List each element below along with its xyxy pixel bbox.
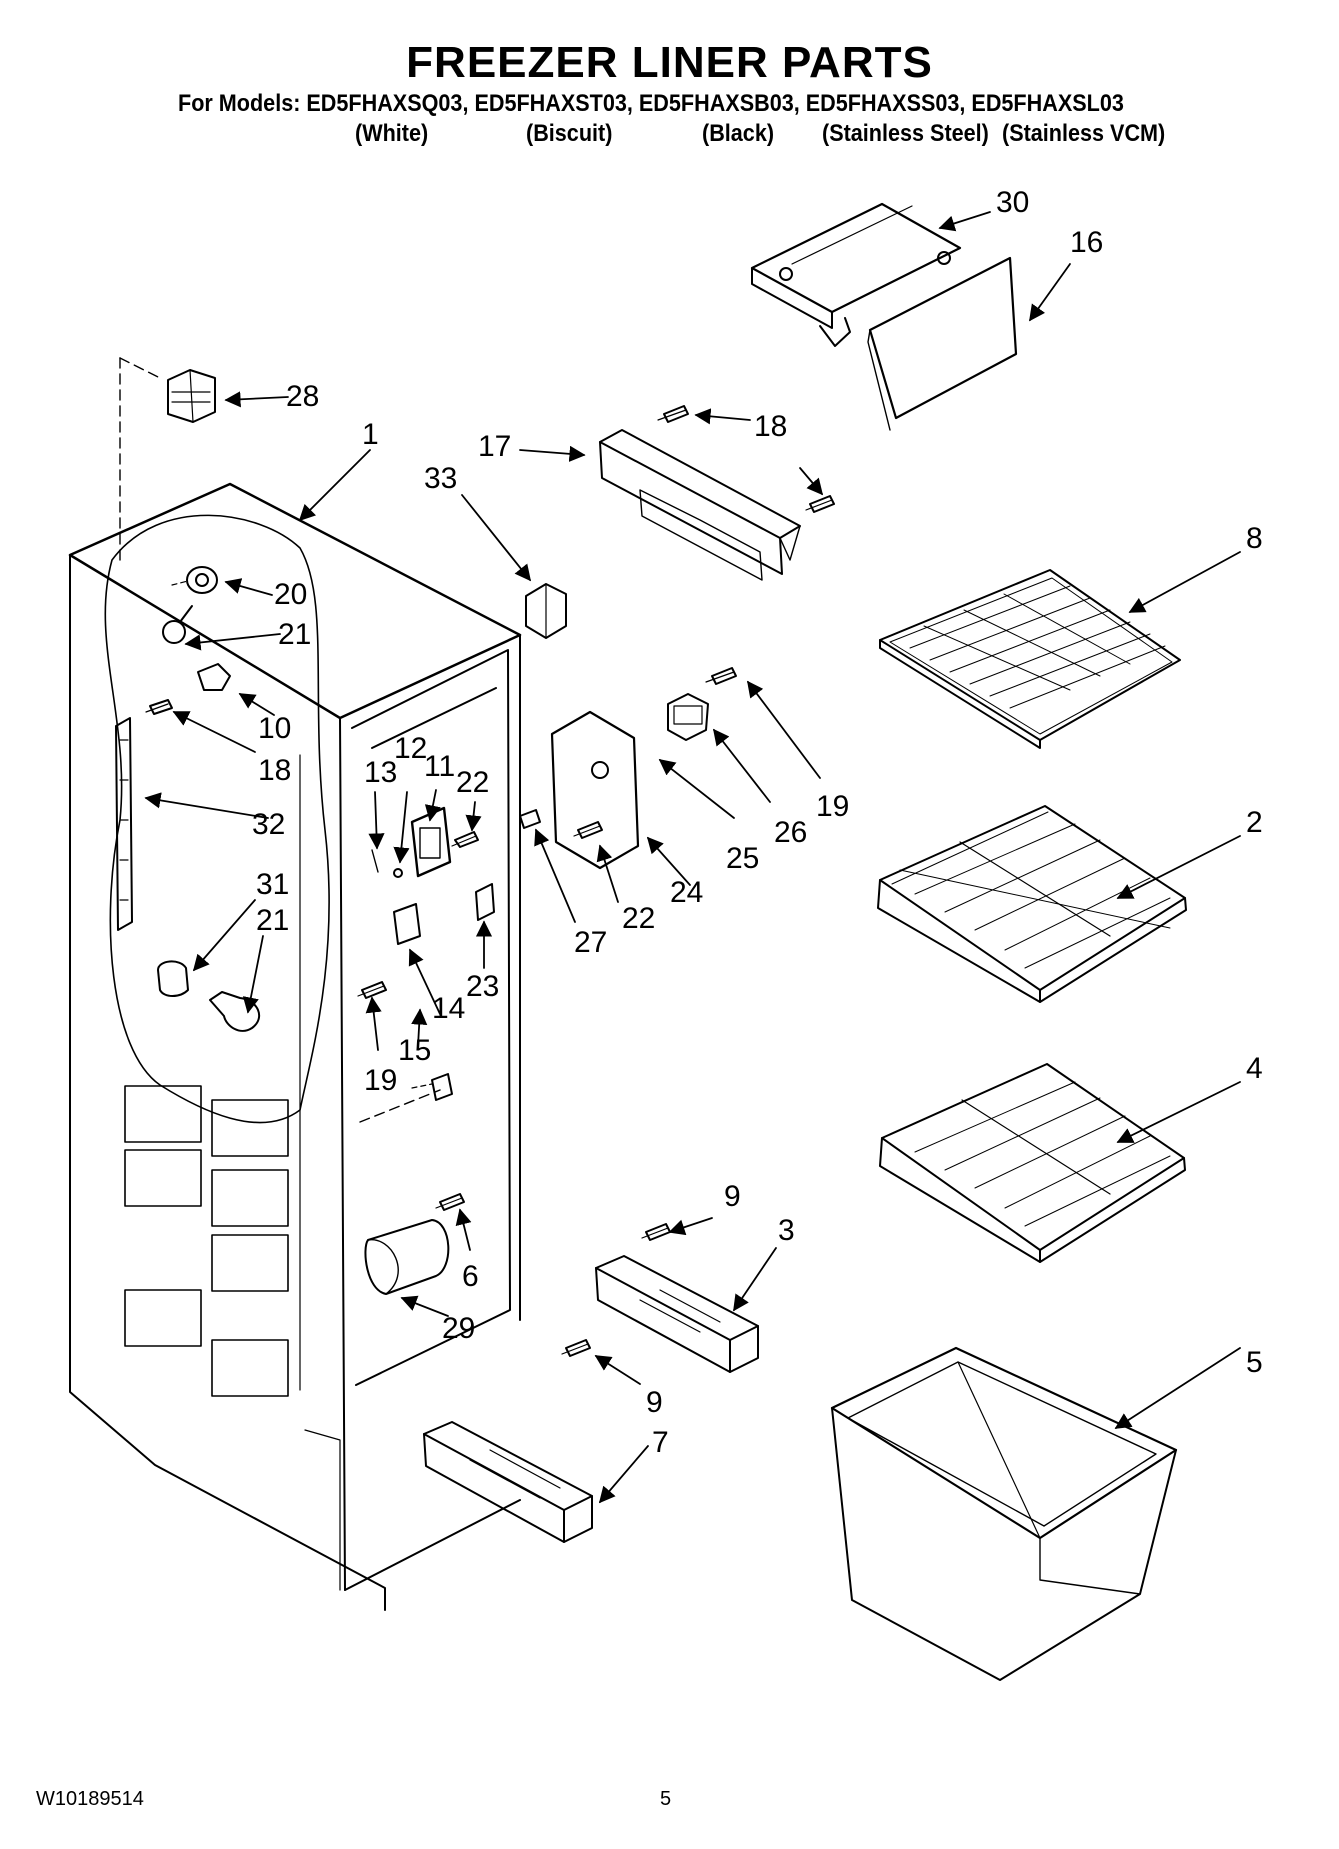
document-number: W10189514 bbox=[36, 1788, 144, 1810]
part-12-screw bbox=[393, 868, 403, 878]
callout-26: 26 bbox=[774, 816, 807, 849]
part-31-socket bbox=[157, 960, 189, 997]
part-27-knob bbox=[519, 809, 541, 829]
callout-16: 16 bbox=[1070, 226, 1103, 259]
part-26-circuit-board bbox=[667, 693, 709, 741]
part-9-screw-upper bbox=[641, 1223, 671, 1241]
callout-28: 28 bbox=[286, 380, 319, 413]
part-25-control-plate bbox=[550, 710, 640, 870]
page-title: FREEZER LINER PARTS bbox=[406, 38, 933, 87]
part-7-rail bbox=[423, 1421, 593, 1543]
callout-13: 13 bbox=[364, 756, 397, 789]
part-6-screw bbox=[435, 1193, 465, 1211]
callout-12: 12 bbox=[394, 732, 427, 765]
callout-18-left: 18 bbox=[258, 754, 291, 787]
part-30-cover-bracket bbox=[750, 202, 962, 347]
callout-29: 29 bbox=[442, 1312, 475, 1345]
part-5-bin bbox=[830, 1346, 1178, 1681]
part-20-light-socket bbox=[171, 566, 218, 594]
part-3-rail bbox=[595, 1255, 759, 1373]
part-28-clip bbox=[167, 369, 216, 423]
callout-23: 23 bbox=[466, 970, 499, 1003]
callout-17: 17 bbox=[478, 430, 511, 463]
callout-25: 25 bbox=[726, 842, 759, 875]
callout-numbers: 30 16 28 1 17 18 33 8 20 21 10 18 13 12 … bbox=[252, 186, 1263, 1459]
variant-biscuit: (Biscuit) bbox=[526, 120, 613, 147]
callout-14: 14 bbox=[432, 992, 465, 1025]
part-18-screw-upper bbox=[657, 405, 689, 423]
part-23-clip bbox=[475, 883, 495, 921]
part-32-light-strip bbox=[115, 717, 133, 931]
part-13-wire bbox=[371, 849, 379, 873]
callout-11: 11 bbox=[424, 750, 455, 783]
part-14-bracket bbox=[393, 903, 421, 945]
part-19-screw-left bbox=[357, 981, 387, 999]
callout-33: 33 bbox=[424, 462, 457, 495]
callout-21-upper: 21 bbox=[278, 618, 311, 651]
part-4-shelf bbox=[879, 1063, 1186, 1263]
part-22-screw-lower bbox=[573, 821, 603, 839]
part-29-cover bbox=[364, 1219, 450, 1295]
callout-19-left: 19 bbox=[364, 1064, 397, 1097]
leader-lines bbox=[144, 211, 1241, 1504]
callout-10: 10 bbox=[258, 712, 291, 745]
model-list: For Models: ED5FHAXSQ03, ED5FHAXST03, ED… bbox=[178, 90, 1124, 117]
part-18-screw-lower bbox=[805, 495, 835, 513]
callout-21-lower: 21 bbox=[256, 904, 289, 937]
callout-24: 24 bbox=[670, 876, 703, 909]
callout-7: 7 bbox=[652, 1426, 669, 1459]
callout-31: 31 bbox=[256, 868, 289, 901]
callout-3: 3 bbox=[778, 1214, 795, 1247]
freezer-liner bbox=[68, 357, 522, 1611]
callout-32: 32 bbox=[252, 808, 285, 841]
callout-15: 15 bbox=[398, 1034, 431, 1067]
callout-19-right: 19 bbox=[816, 790, 849, 823]
part-15-switch bbox=[411, 1073, 453, 1101]
callout-20: 20 bbox=[274, 578, 307, 611]
callout-8: 8 bbox=[1246, 522, 1263, 555]
variant-stainless-vcm: (Stainless VCM) bbox=[1002, 120, 1166, 147]
callout-2: 2 bbox=[1246, 806, 1263, 839]
callout-6: 6 bbox=[462, 1260, 479, 1293]
part-18-screw-left bbox=[145, 699, 173, 715]
part-21-light-bulb-lower bbox=[209, 991, 261, 1032]
callout-22-lower: 22 bbox=[622, 902, 655, 935]
part-8-shelf bbox=[879, 569, 1181, 749]
part-22-screw-upper bbox=[451, 831, 479, 848]
variant-black: (Black) bbox=[702, 120, 775, 147]
part-10-switch bbox=[197, 663, 231, 691]
callout-4: 4 bbox=[1246, 1052, 1263, 1085]
part-21-light-bulb-upper bbox=[162, 605, 193, 644]
callout-9-lower: 9 bbox=[646, 1386, 663, 1419]
callout-22-upper: 22 bbox=[456, 766, 489, 799]
part-2-shelf bbox=[877, 805, 1187, 1003]
callout-9-upper: 9 bbox=[724, 1180, 741, 1213]
callout-30: 30 bbox=[996, 186, 1029, 219]
part-17-control-bracket bbox=[599, 429, 801, 581]
variant-white: (White) bbox=[355, 120, 429, 147]
part-16-cover-panel bbox=[867, 256, 1018, 431]
variant-stainless-steel: (Stainless Steel) bbox=[822, 120, 989, 147]
callout-27: 27 bbox=[574, 926, 607, 959]
part-9-screw-lower bbox=[561, 1339, 591, 1357]
callout-18-upper: 18 bbox=[754, 410, 787, 443]
callout-1: 1 bbox=[362, 418, 379, 451]
page-number: 5 bbox=[660, 1788, 672, 1810]
part-19-screw-right bbox=[705, 667, 737, 685]
callout-5: 5 bbox=[1246, 1346, 1263, 1379]
part-33-clip bbox=[525, 583, 567, 639]
